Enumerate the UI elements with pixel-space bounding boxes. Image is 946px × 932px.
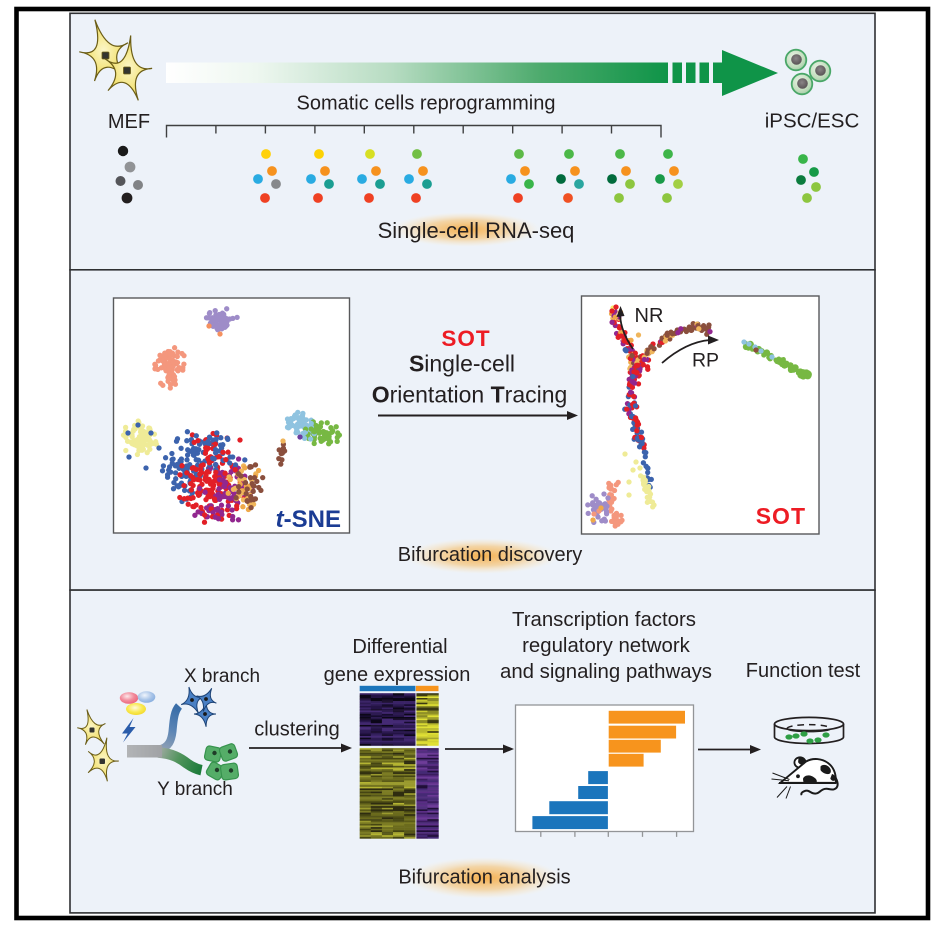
- svg-text:Function test: Function test: [746, 660, 861, 682]
- svg-text:and signaling pathways: and signaling pathways: [500, 661, 712, 683]
- svg-text:iPSC/ESC: iPSC/ESC: [765, 110, 860, 133]
- svg-text:Single-cell: Single-cell: [409, 351, 515, 377]
- svg-text:gene expression: gene expression: [324, 664, 471, 686]
- svg-text:Somatic cells reprogramming: Somatic cells reprogramming: [297, 93, 556, 115]
- svg-text:SOT: SOT: [756, 503, 806, 529]
- svg-text:MEF: MEF: [108, 111, 150, 133]
- svg-text:Y branch: Y branch: [157, 779, 233, 800]
- svg-text:t-SNE: t-SNE: [276, 506, 341, 533]
- svg-text:NR: NR: [635, 305, 664, 327]
- svg-text:regulatory network: regulatory network: [522, 635, 691, 657]
- svg-text:X branch: X branch: [184, 666, 260, 687]
- svg-text:SOT: SOT: [441, 326, 490, 351]
- svg-text:Orientation Tracing: Orientation Tracing: [372, 382, 568, 408]
- svg-text:Transcription factors: Transcription factors: [512, 609, 696, 631]
- svg-text:Single-cell RNA-seq: Single-cell RNA-seq: [378, 218, 575, 243]
- svg-text:Bifurcation discovery: Bifurcation discovery: [398, 544, 583, 566]
- svg-text:clustering: clustering: [254, 719, 340, 741]
- svg-text:RP: RP: [692, 350, 719, 372]
- svg-text:Bifurcation analysis: Bifurcation analysis: [398, 867, 570, 889]
- svg-text:Differential: Differential: [352, 636, 447, 658]
